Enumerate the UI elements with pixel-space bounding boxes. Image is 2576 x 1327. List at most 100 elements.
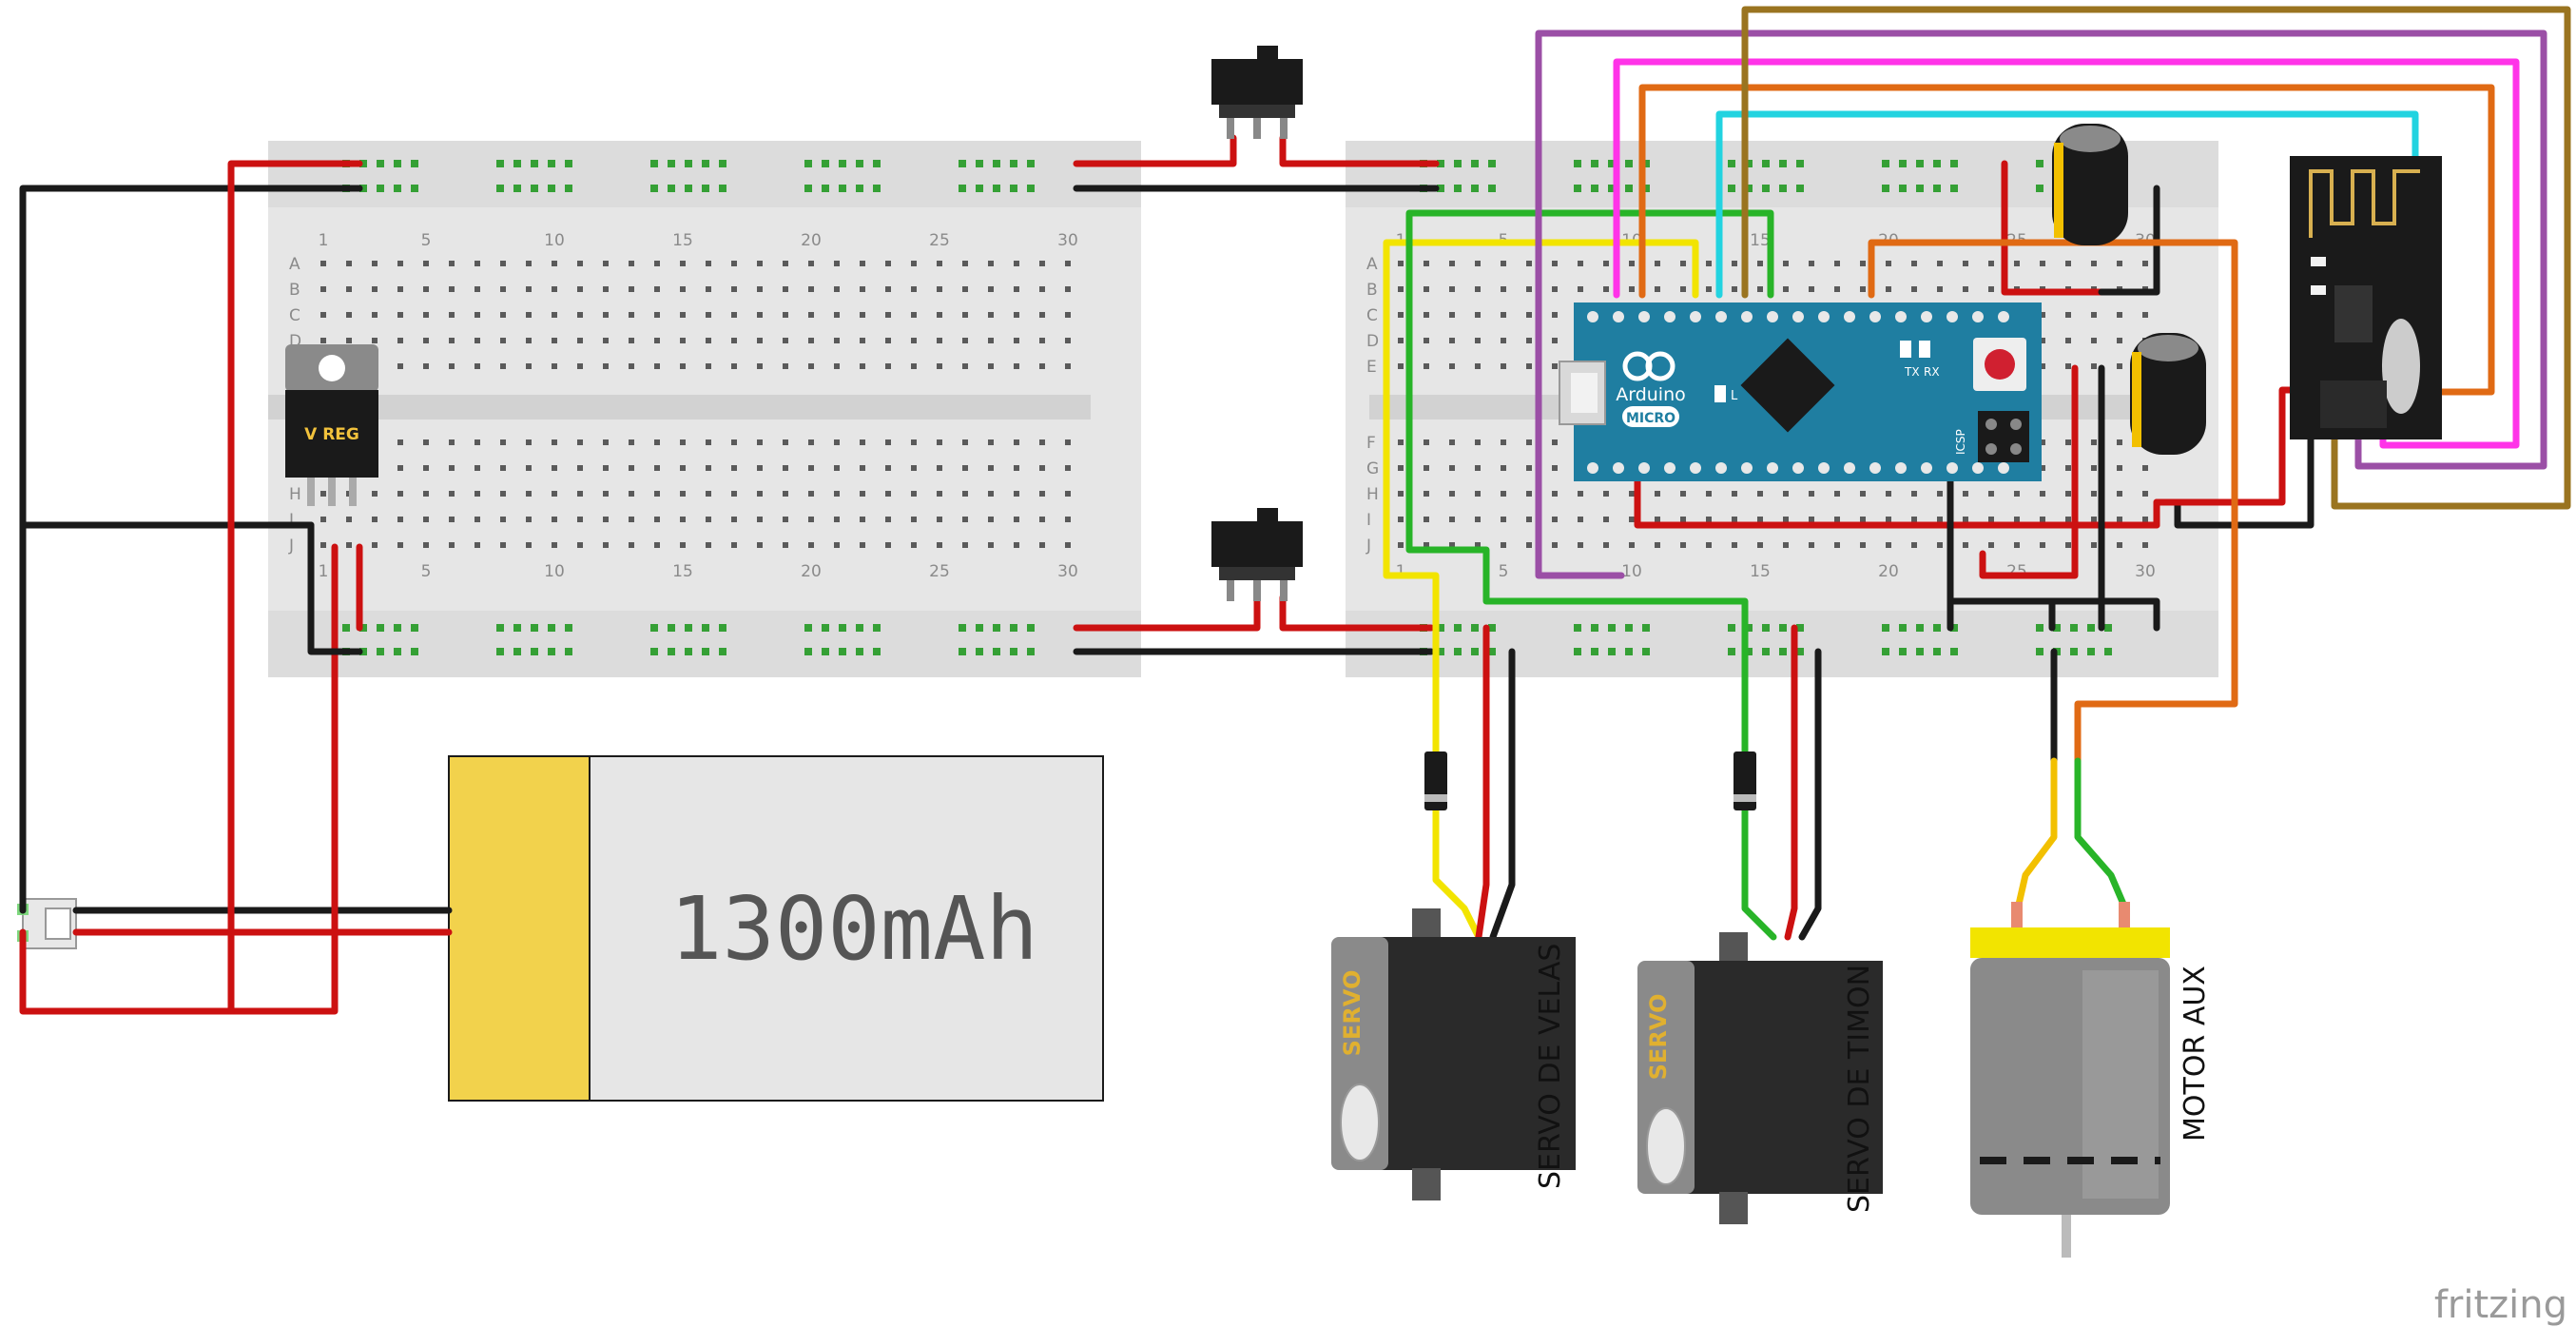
pin <box>1792 462 1804 474</box>
rail-hole <box>993 185 1000 192</box>
hole <box>860 465 865 471</box>
rail-hole <box>976 648 983 655</box>
rail-hole <box>1933 160 1941 167</box>
arduino-pin-headers <box>1587 311 2009 474</box>
hole <box>552 312 557 318</box>
hole <box>2091 312 2097 318</box>
row-letter: A <box>1366 255 1378 274</box>
hole <box>2091 465 2097 471</box>
servo-timon: SERVO SERVO DE TIMON <box>1637 932 1883 1224</box>
hole <box>911 439 917 445</box>
hole <box>1475 338 1481 343</box>
hole <box>680 338 686 343</box>
hole <box>629 491 634 497</box>
hole <box>2040 465 2045 471</box>
rail-hole <box>1454 185 1462 192</box>
rail-hole <box>531 160 538 167</box>
hole <box>1757 286 1763 292</box>
rail-hole <box>377 185 384 192</box>
hole <box>1834 491 1840 497</box>
hole <box>449 491 455 497</box>
hole <box>1552 542 1558 548</box>
rail-hole <box>1642 648 1650 655</box>
hole <box>1065 312 1071 318</box>
rail-hole <box>2036 160 2043 167</box>
rail-hole <box>513 185 521 192</box>
hole <box>2091 338 2097 343</box>
hole <box>2117 439 2122 445</box>
hole <box>397 517 403 522</box>
row-letter: D <box>1366 332 1379 351</box>
hole <box>2142 312 2148 318</box>
hole <box>500 363 506 369</box>
slide-switch-bottom[interactable] <box>1211 508 1303 601</box>
pin <box>1664 311 1675 322</box>
hole <box>706 338 711 343</box>
hole <box>526 338 532 343</box>
hole <box>500 491 506 497</box>
rail-hole <box>548 624 555 632</box>
hole <box>2142 542 2148 548</box>
hole <box>629 542 634 548</box>
hole <box>577 338 583 343</box>
hole <box>1552 286 1558 292</box>
rail-hole <box>1762 624 1770 632</box>
hole <box>680 363 686 369</box>
diode-2 <box>1733 751 1756 810</box>
pin <box>1972 311 1984 322</box>
hole <box>1424 491 1429 497</box>
hole <box>834 465 840 471</box>
rail-hole <box>702 185 709 192</box>
hole <box>654 542 660 548</box>
rail-hole <box>411 185 418 192</box>
hole <box>783 261 788 266</box>
hole <box>783 312 788 318</box>
hole <box>2117 517 2122 522</box>
rail-hole <box>685 624 692 632</box>
reset-button[interactable] <box>1973 338 2026 391</box>
arduino-logo-icon <box>1622 351 1675 381</box>
hole <box>680 286 686 292</box>
rail-hole <box>1574 624 1581 632</box>
hole <box>1937 491 1943 497</box>
rail-hole <box>1899 624 1907 632</box>
hole <box>885 465 891 471</box>
hole <box>937 312 942 318</box>
rail-hole <box>959 160 966 167</box>
pin <box>1767 462 1778 474</box>
hole <box>988 542 994 548</box>
hole <box>783 338 788 343</box>
hole <box>808 491 814 497</box>
pin <box>1869 311 1881 322</box>
rail-hole <box>702 648 709 655</box>
hole <box>1398 491 1404 497</box>
hole <box>1449 439 1455 445</box>
capacitor-1 <box>2052 124 2128 245</box>
hole <box>757 439 763 445</box>
hole <box>860 312 865 318</box>
hole <box>834 363 840 369</box>
hole <box>834 312 840 318</box>
hole <box>552 286 557 292</box>
slide-switch-top[interactable] <box>1211 46 1303 139</box>
hole <box>1706 286 1712 292</box>
rail-hole <box>1882 648 1889 655</box>
hole <box>1065 465 1071 471</box>
hole <box>1424 363 1429 369</box>
hole <box>654 439 660 445</box>
hole <box>603 312 609 318</box>
hole <box>1552 517 1558 522</box>
hole <box>1065 261 1071 266</box>
hole <box>1911 286 1917 292</box>
rail-hole <box>1728 185 1735 192</box>
hole <box>1629 286 1635 292</box>
rail-hole <box>1933 648 1941 655</box>
hole <box>1706 542 1712 548</box>
hole <box>2040 517 2045 522</box>
rail-hole <box>1454 160 1462 167</box>
column-number: 10 <box>1621 562 1642 581</box>
rail-hole <box>719 648 726 655</box>
rail-hole <box>856 648 863 655</box>
hole <box>1603 261 1609 266</box>
hole <box>1526 261 1532 266</box>
